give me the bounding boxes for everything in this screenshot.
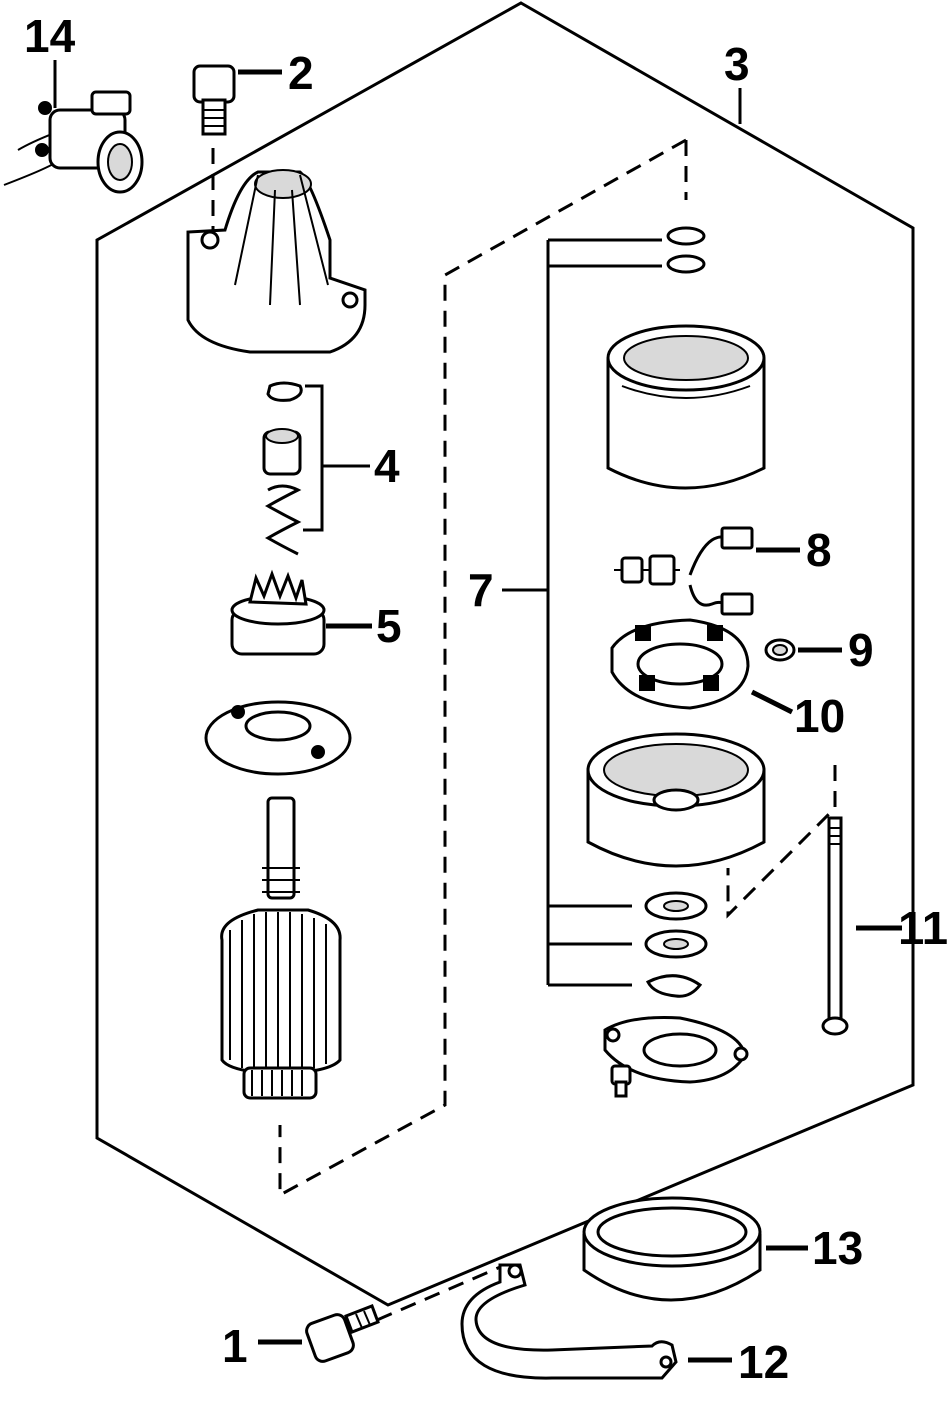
callout-1: 1: [222, 1320, 248, 1372]
bracket-4: [303, 384, 370, 532]
thrust-plate-part: [204, 700, 352, 776]
washers-top-part: [666, 226, 706, 274]
leader-10: [750, 689, 794, 715]
armature-part: [220, 796, 342, 1100]
frame-housing-part: [606, 324, 766, 490]
bolt-bottom-part: [305, 1304, 380, 1363]
callout-8: 8: [806, 524, 832, 576]
clip-collar-spring-part: [262, 381, 303, 556]
through-bolt-part: [821, 816, 849, 1036]
callout-11: 11: [898, 902, 948, 954]
mounting-strap-part: [460, 1263, 678, 1380]
pinion-gear-part: [230, 569, 326, 656]
bearing-plate-part: [603, 1016, 749, 1098]
callout-7: 7: [468, 564, 494, 616]
callout-3: 3: [724, 38, 750, 90]
callout-12: 12: [738, 1336, 789, 1388]
alignment-dash-left: [211, 138, 688, 1198]
assembly-outline: [95, 1, 915, 1307]
solenoid-part: [3, 90, 144, 194]
callout-14: 14: [24, 10, 76, 62]
callout-13: 13: [812, 1222, 863, 1274]
callout-10: 10: [794, 690, 845, 742]
callout-4: 4: [374, 440, 400, 492]
retaining-band-part: [582, 1196, 762, 1302]
callout-9: 9: [848, 624, 874, 676]
brush-lead-part: [614, 526, 754, 616]
bolt-part: [192, 64, 236, 136]
brush-plate-part: [610, 618, 750, 710]
callout-5: 5: [376, 600, 402, 652]
bracket-7: [502, 238, 662, 987]
brush-spring-part: [764, 638, 796, 662]
end-cap-part: [586, 732, 766, 868]
alignment-dash-right: [726, 765, 837, 919]
washers-bottom-part: [644, 891, 708, 998]
callout-2: 2: [288, 47, 314, 99]
drive-end-housing: [186, 169, 367, 354]
alignment-dash-bottom: [376, 1263, 506, 1322]
